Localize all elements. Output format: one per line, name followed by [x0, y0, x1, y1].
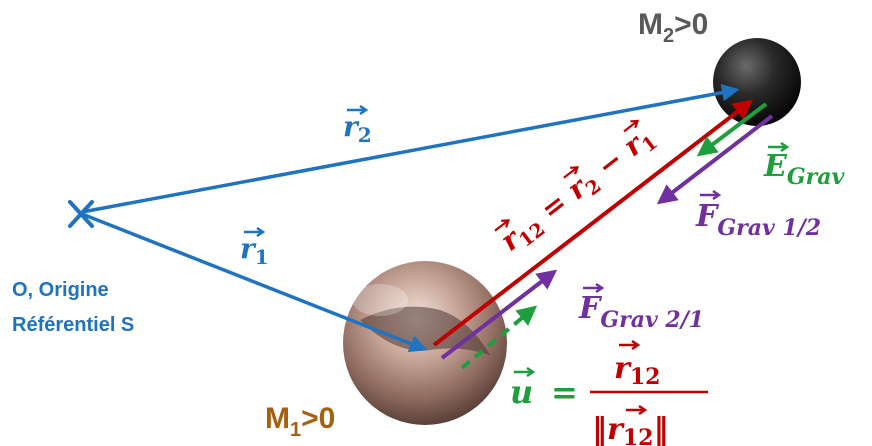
svg-text:r12: r12 [614, 351, 660, 390]
unit-vector-formula: u = r12 ‖r12‖ [510, 339, 708, 446]
svg-text:EGrav: EGrav [763, 149, 845, 190]
force-f12-label: FGrav 1/2 [695, 189, 821, 241]
svg-text:‖r12‖: ‖r12‖ [592, 412, 668, 446]
svg-text:u: u [510, 373, 533, 411]
field-e-label: EGrav [763, 141, 845, 190]
origin-cross [68, 200, 94, 228]
svg-text:=: = [551, 373, 578, 411]
vector-r1-arrow [81, 212, 428, 352]
field-e-arrow [696, 102, 768, 157]
origin-label-line2: Référentiel S [12, 314, 134, 336]
vector-r2-label: r2 [343, 104, 372, 147]
force-f12-arrow [656, 114, 774, 205]
svg-text:FGrav 2/1: FGrav 2/1 [578, 291, 704, 333]
force-f21-arrow [440, 269, 558, 360]
svg-text:r1: r1 [240, 232, 269, 269]
vector-r1-label: r1 [240, 226, 269, 269]
force-f21-label: FGrav 2/1 [578, 282, 704, 333]
mass-1-sphere [343, 261, 507, 425]
svg-text:r2: r2 [343, 110, 372, 147]
origin-label-line1: O, Origine [12, 279, 109, 301]
mass-1-label: M1>0 [265, 402, 335, 441]
svg-text:FGrav 1/2: FGrav 1/2 [695, 199, 821, 241]
mass-2-label: M2>0 [638, 8, 708, 47]
vector-r2-arrow [81, 83, 740, 214]
